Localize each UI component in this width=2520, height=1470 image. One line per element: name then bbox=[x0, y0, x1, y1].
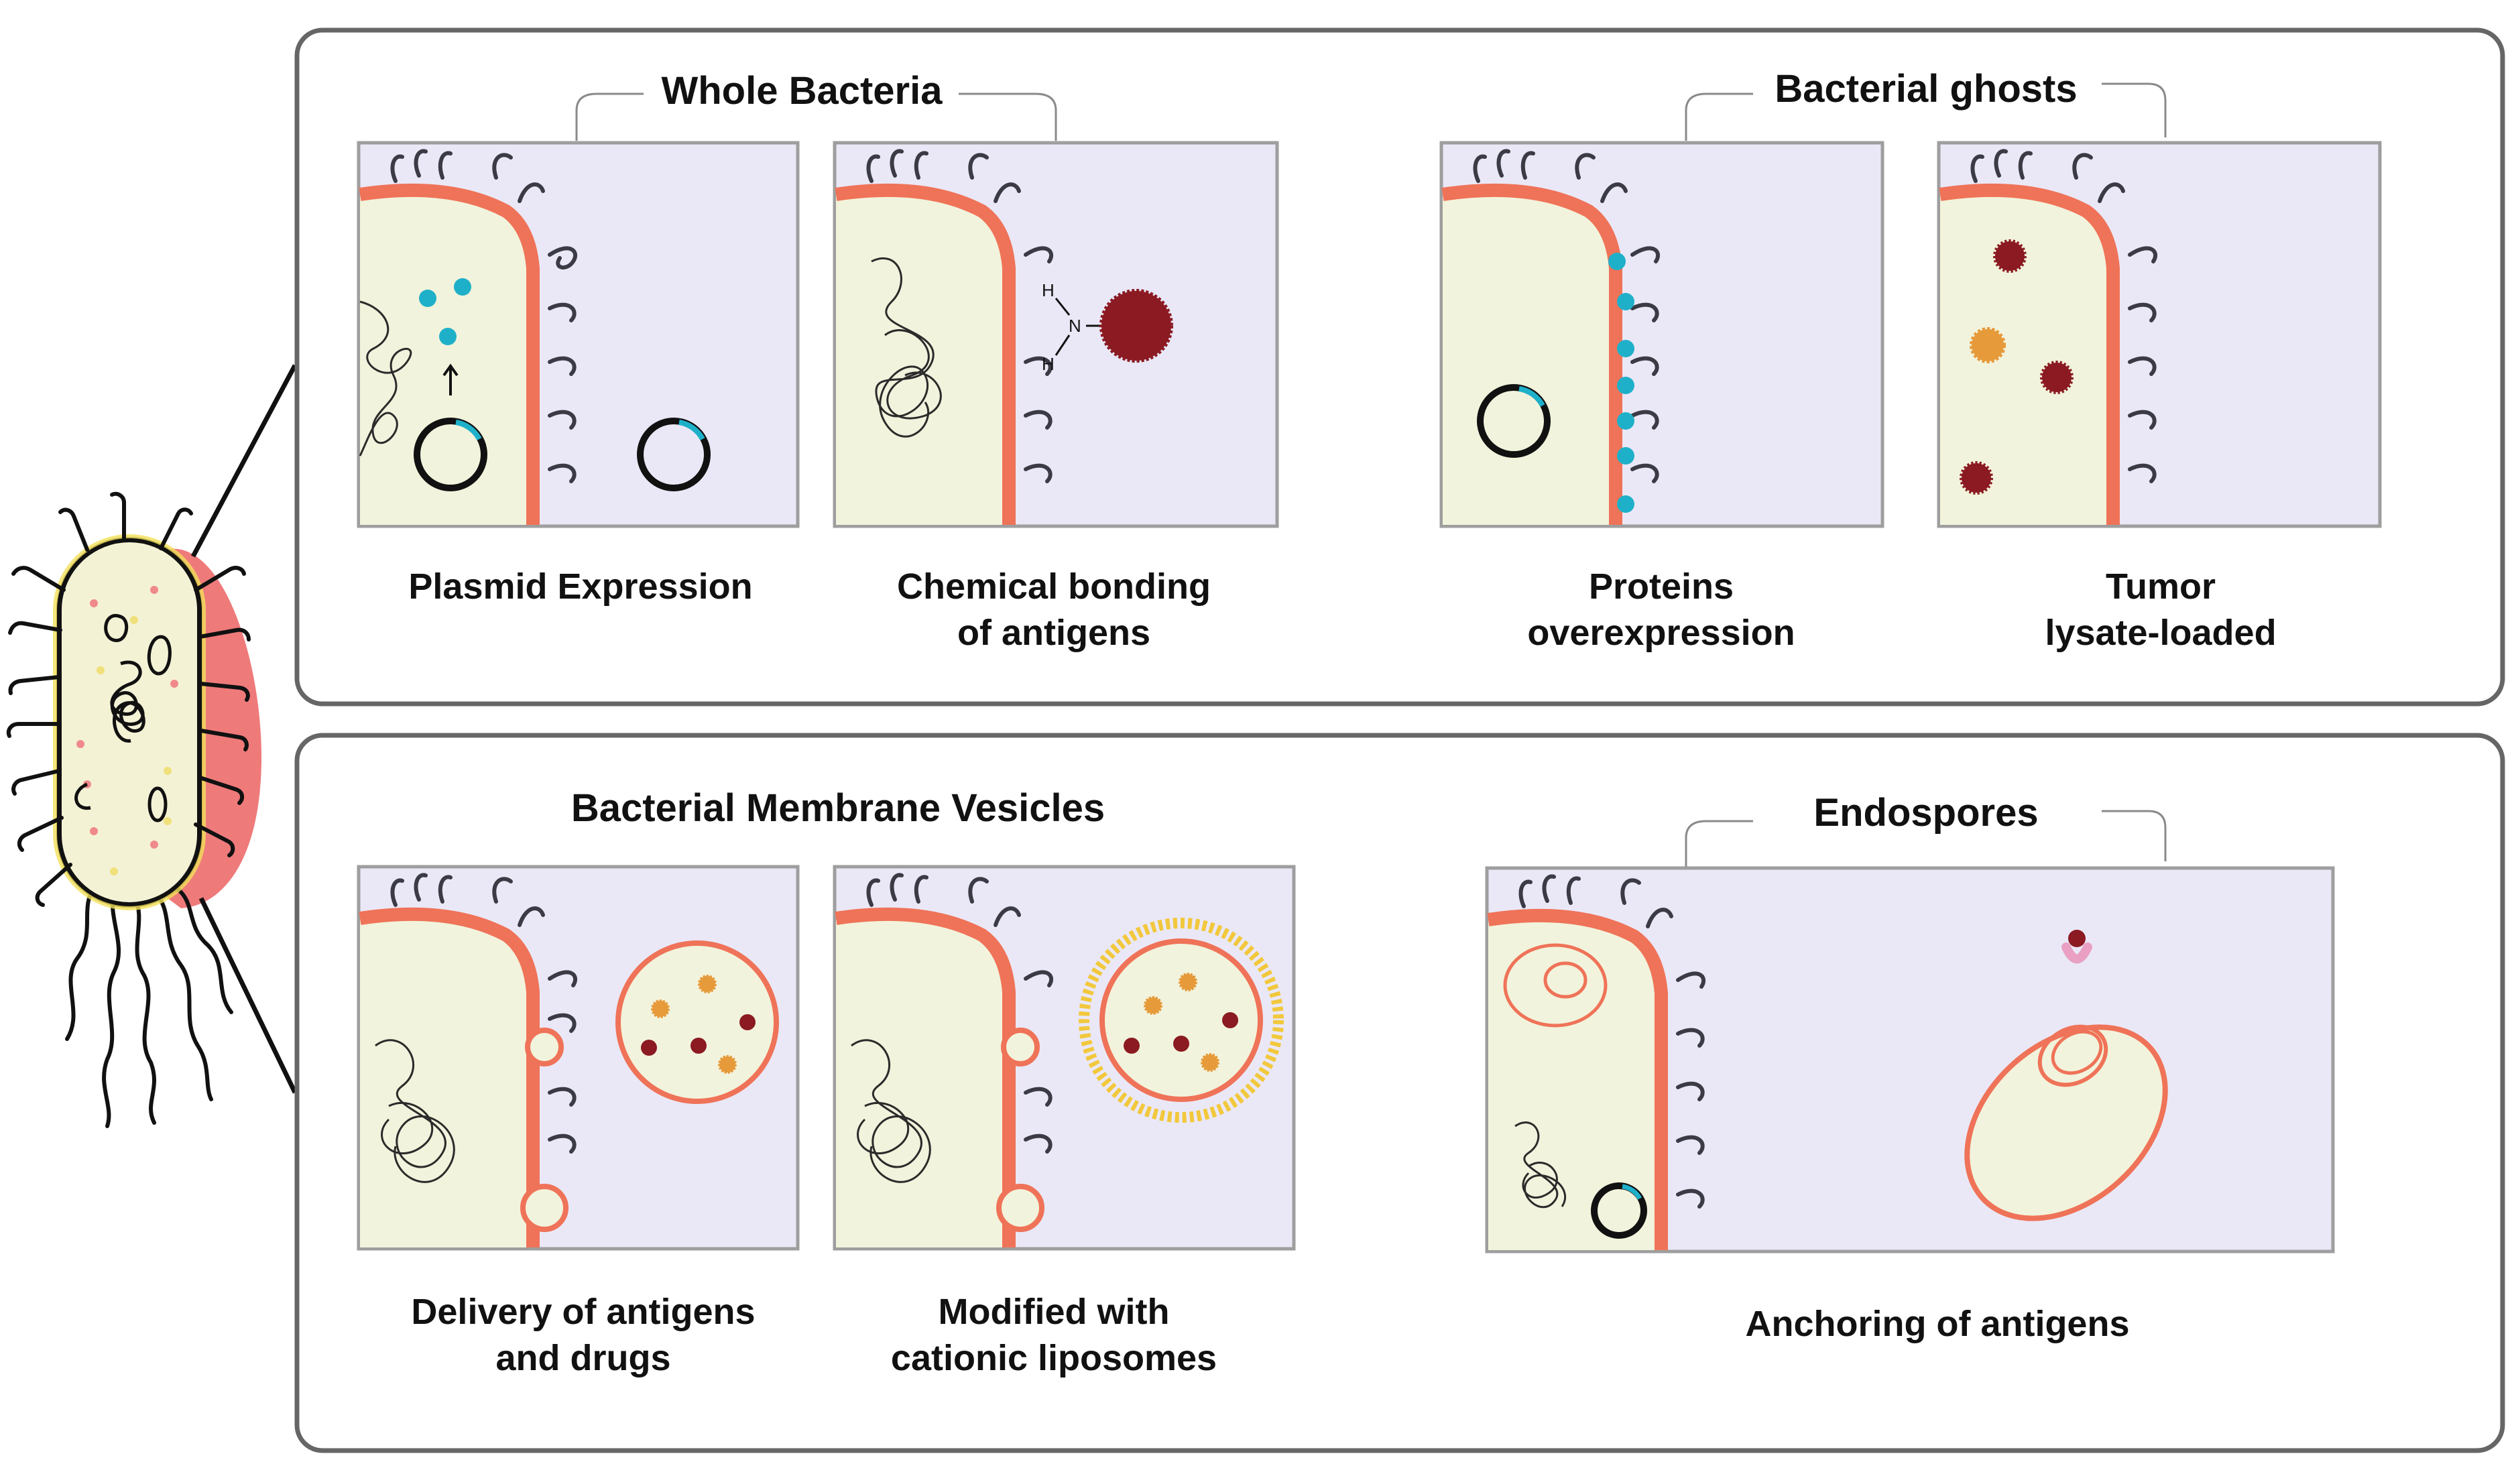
tumor-lysate-box bbox=[1937, 141, 2382, 528]
endospores-heading: Endospores bbox=[1813, 791, 2038, 835]
chemical-bonding-box: H N H bbox=[833, 141, 1279, 528]
antigen-particle bbox=[1099, 289, 1173, 363]
delivery-vesicle-box bbox=[357, 865, 800, 1251]
endospore bbox=[1964, 1024, 2168, 1221]
bacterial-ghosts-heading: Bacterial ghosts bbox=[1775, 67, 2077, 111]
endospore-box bbox=[1485, 866, 2335, 1253]
whole-bacteria-heading: Whole Bacteria bbox=[662, 69, 943, 113]
proteins-overexpression-box bbox=[1439, 141, 1884, 528]
caption-anchoring: Anchoring of antigens bbox=[1746, 1304, 2130, 1344]
antigen-dot bbox=[419, 290, 436, 307]
zoom-line-bottom bbox=[198, 897, 298, 1094]
membrane-bleb bbox=[525, 1028, 564, 1066]
caption-chemical-bonding-line-2: of antigens bbox=[957, 613, 1150, 653]
cationic-liposome-box bbox=[833, 865, 1296, 1251]
caption-delivery-line-2: and drugs bbox=[495, 1338, 670, 1378]
caption-plasmid-expression: Plasmid Expression bbox=[408, 566, 752, 607]
tumor-lysate-particle bbox=[2040, 361, 2074, 394]
caption-tumor-line-1: Tumor bbox=[2106, 566, 2216, 607]
cell-surface-hairs bbox=[390, 149, 578, 483]
plasmid-icon bbox=[1591, 1182, 1647, 1239]
caption-proteins-line-1: Proteins bbox=[1589, 566, 1734, 607]
anchored-antigen bbox=[2068, 930, 2086, 947]
tumor-lysate-particle bbox=[1960, 461, 1993, 495]
endospores-bracket bbox=[1685, 810, 2167, 868]
anchor-linker bbox=[2061, 942, 2092, 964]
whole-bacteria-bracket bbox=[575, 93, 1057, 141]
membrane-vesicle bbox=[615, 940, 779, 1104]
caption-liposomes-line-2: cationic liposomes bbox=[891, 1338, 1217, 1378]
caption-tumor-line-2: lysate-loaded bbox=[2045, 613, 2276, 653]
caption-liposomes-line-1: Modified with bbox=[939, 1292, 1170, 1332]
plasmid-icon bbox=[414, 418, 487, 491]
antigen-dot bbox=[454, 278, 471, 296]
expression-arrow bbox=[442, 363, 459, 395]
caption-proteins-line-2: overexpression bbox=[1527, 613, 1795, 653]
plasmid-icon bbox=[1477, 384, 1551, 458]
bacterium-illustration bbox=[6, 491, 261, 1128]
antigen-dot bbox=[439, 328, 457, 345]
surface-protein-dots bbox=[1608, 253, 1634, 513]
bacterial-ghosts-bracket bbox=[1685, 82, 2167, 141]
plasmid-expression-box bbox=[357, 141, 800, 528]
tumor-lysate-particle bbox=[1970, 327, 2006, 363]
hydrogen-label: H bbox=[1042, 354, 1055, 374]
bacterial-membrane-vesicles-heading: Bacterial Membrane Vesicles bbox=[571, 786, 1105, 830]
tumor-lysate-particle bbox=[1993, 239, 2027, 273]
forespore bbox=[1503, 943, 1608, 1028]
hydrogen-label: H bbox=[1042, 280, 1055, 300]
caption-chemical-bonding-line-1: Chemical bonding bbox=[897, 566, 1211, 607]
zoom-line-top bbox=[190, 364, 298, 558]
nitrogen-label: N bbox=[1069, 316, 1081, 336]
plasmid-icon bbox=[637, 418, 711, 491]
caption-delivery-line-1: Delivery of antigens bbox=[411, 1292, 755, 1332]
membrane-bleb bbox=[520, 1184, 568, 1232]
cationic-lipid-shell bbox=[1079, 918, 1284, 1123]
